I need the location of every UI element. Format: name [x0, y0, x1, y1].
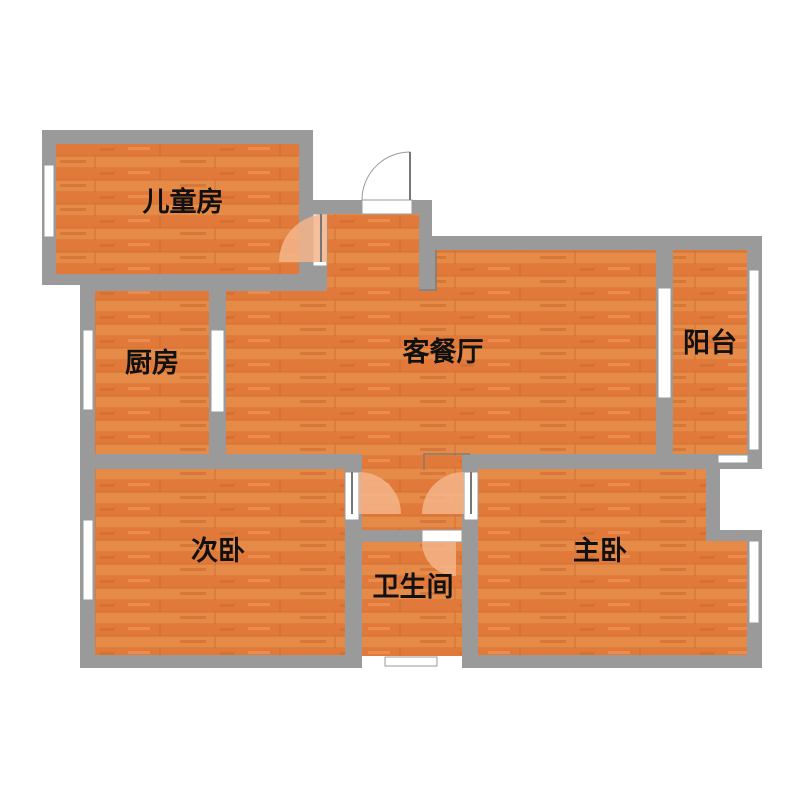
second-bedroom-floor — [95, 469, 345, 655]
floors — [56, 144, 747, 656]
window-bathroom — [384, 656, 438, 667]
door-master-bedroom — [422, 471, 479, 521]
room-label-second-bedroom: 次卧 — [191, 536, 245, 567]
room-label-kitchen: 厨房 — [125, 348, 179, 379]
doors — [279, 151, 479, 576]
window-second-bedroom — [82, 519, 94, 601]
room-label-bathroom: 卫生间 — [373, 572, 454, 603]
living-dining-floor — [226, 250, 656, 530]
balcony-floor — [673, 250, 747, 454]
window-children-room — [43, 164, 55, 238]
window-balcony-bottom — [717, 454, 749, 464]
opening-kitchen-living — [210, 329, 225, 413]
window-kitchen — [82, 329, 94, 411]
door-children-room — [279, 213, 328, 267]
room-label-master-bedroom: 主卧 — [573, 536, 627, 567]
room-label-balcony: 阳台 — [683, 327, 737, 359]
kitchen-floor — [95, 291, 209, 454]
children-room-floor — [56, 144, 299, 274]
opening-living-balcony — [657, 287, 672, 399]
window-balcony — [748, 269, 760, 451]
windows — [43, 164, 760, 667]
window-master-bedroom — [748, 540, 760, 624]
door-second-bedroom — [344, 471, 401, 521]
door-bathroom — [421, 529, 463, 576]
door-entrance — [361, 151, 413, 215]
separator-lines — [419, 250, 470, 470]
room-label-living-dining: 客餐厅 — [403, 336, 484, 368]
master-bedroom-floor — [478, 469, 747, 655]
room-label-children-room: 儿童房 — [143, 186, 224, 218]
entry-floor — [327, 214, 419, 294]
